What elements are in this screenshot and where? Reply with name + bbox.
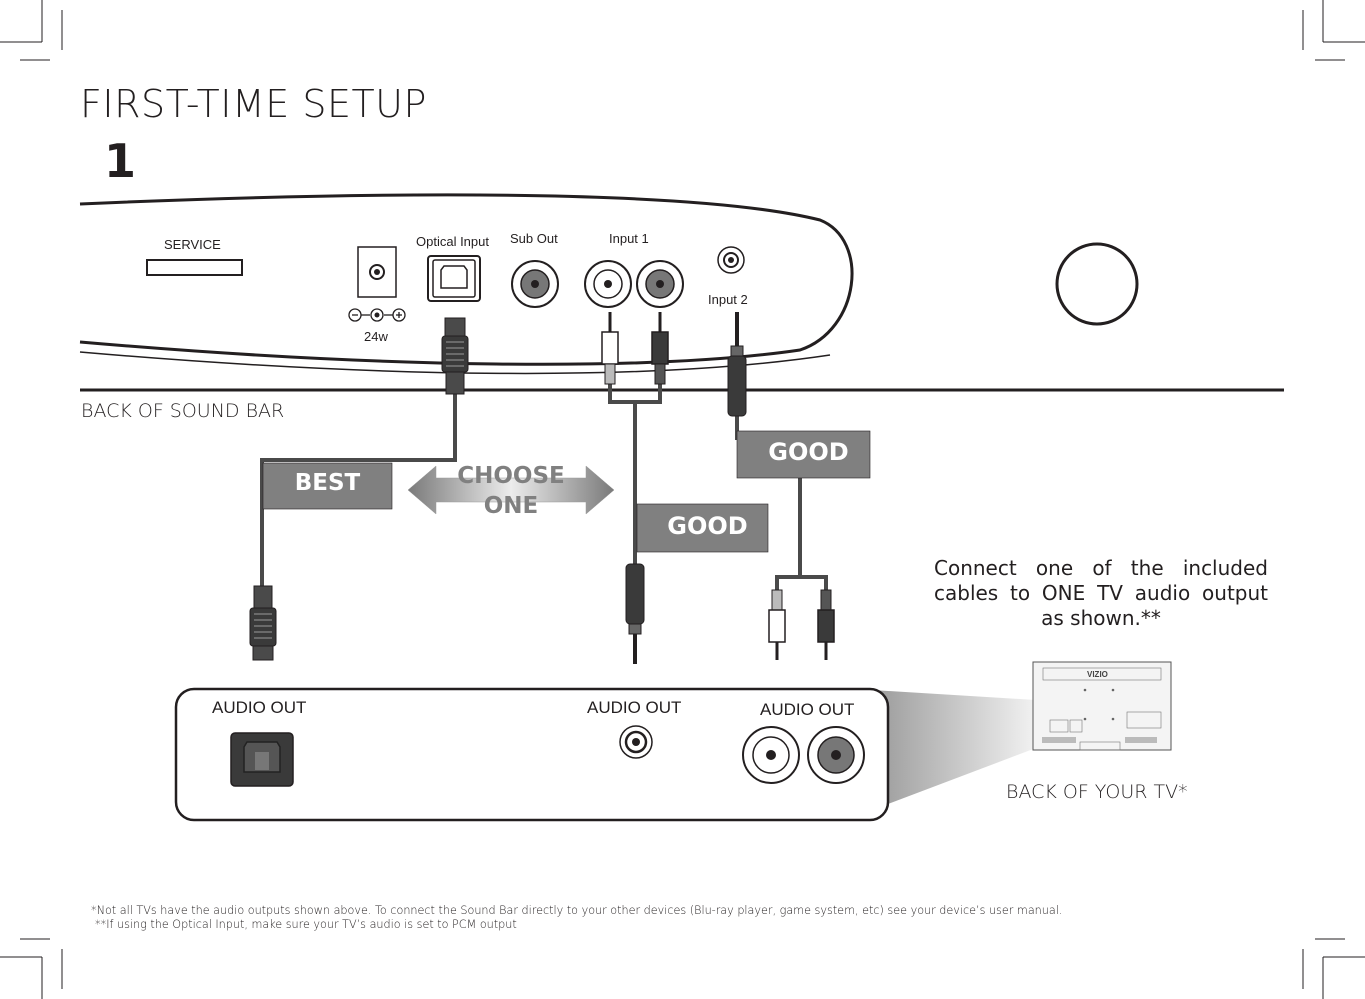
choose-one-arrow bbox=[407, 465, 615, 515]
aux-plug-bottom bbox=[625, 563, 645, 664]
input1-label: Input 1 bbox=[609, 231, 649, 246]
optical-plug-bottom bbox=[249, 585, 277, 661]
footnote-tv-outputs: *Not all TVs have the audio outputs show… bbox=[91, 904, 1063, 917]
optical-input-port bbox=[427, 255, 481, 302]
input1-jack-right bbox=[636, 260, 684, 308]
tv-section-label: BACK OF YOUR TV* bbox=[1006, 781, 1188, 803]
page-title: FIRST-TIME SETUP bbox=[80, 82, 427, 126]
tv-audio-panel bbox=[174, 687, 890, 822]
cables bbox=[260, 382, 828, 593]
sub-out-jack bbox=[511, 260, 559, 308]
service-port-label: SERVICE bbox=[164, 237, 221, 252]
rca-plug-bottom-red bbox=[817, 589, 835, 660]
tv-optical-out bbox=[230, 732, 294, 787]
choose-line-1: CHOOSE bbox=[457, 463, 565, 489]
best-badge: BEST bbox=[294, 470, 361, 496]
good-aux-badge-bg bbox=[736, 430, 871, 479]
good-rca-badge-bg bbox=[636, 503, 769, 553]
good-rca-badge: GOOD bbox=[667, 512, 748, 540]
rca-plug-top-white bbox=[601, 312, 619, 385]
tv-back-illustration bbox=[1032, 661, 1172, 751]
input2-jack bbox=[717, 246, 745, 274]
tv-aux-audio-out-label: AUDIO OUT bbox=[587, 698, 682, 717]
aux-plug-top bbox=[727, 312, 747, 417]
input1-jack-left bbox=[584, 260, 632, 308]
step-number: 1 bbox=[104, 134, 137, 188]
rca-plug-top-red bbox=[651, 312, 669, 385]
tv-optical-audio-out-label: AUDIO OUT bbox=[212, 698, 307, 717]
tv-brand-logo: VIZIO bbox=[1087, 670, 1108, 679]
input2-label: Input 2 bbox=[708, 292, 748, 307]
power-jack bbox=[348, 246, 406, 322]
power-rating-label: 24w bbox=[364, 329, 388, 344]
optical-plug-top bbox=[441, 317, 469, 395]
service-slot bbox=[146, 259, 243, 276]
sub-out-label: Sub Out bbox=[510, 231, 558, 246]
optical-input-label: Optical Input bbox=[416, 234, 489, 249]
choose-one-label: CHOOSE ONE bbox=[446, 461, 576, 521]
rca-plug-bottom-white bbox=[768, 589, 786, 660]
connection-instructions: Connect one of the included cables to ON… bbox=[934, 556, 1268, 630]
tv-zoom-projection bbox=[872, 690, 1036, 810]
tv-rca-out-left bbox=[742, 726, 800, 784]
choose-line-2: ONE bbox=[483, 493, 539, 519]
tv-rca-out-right bbox=[807, 726, 865, 784]
tv-rca-audio-out-label: AUDIO OUT bbox=[760, 700, 855, 719]
soundbar-knob bbox=[1055, 242, 1139, 326]
good-aux-badge: GOOD bbox=[768, 438, 849, 466]
tv-aux-out bbox=[619, 725, 653, 759]
soundbar-section-label: BACK OF SOUND BAR bbox=[81, 400, 285, 422]
best-badge-bg bbox=[262, 462, 393, 510]
footnote-pcm: **If using the Optical Input, make sure … bbox=[95, 918, 517, 931]
